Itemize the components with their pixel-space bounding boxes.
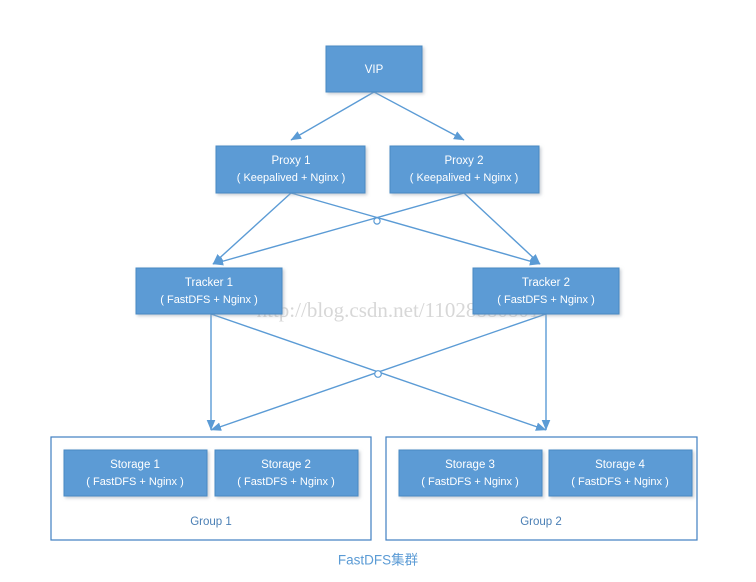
node-proxy1-sublabel: ( Keepalived + Nginx ) (237, 172, 346, 184)
group-2-label: Group 2 (520, 516, 562, 528)
node-proxy2[interactable]: Proxy 2 ( Keepalived + Nginx ) (389, 145, 540, 194)
node-proxy2-sublabel: ( Keepalived + Nginx ) (410, 172, 519, 184)
node-storage2-sublabel: ( FastDFS + Nginx ) (237, 476, 335, 488)
node-tracker2-label: Tracker 2 (522, 277, 570, 289)
node-storage2[interactable]: Storage 2 ( FastDFS + Nginx ) (214, 449, 359, 497)
node-proxy2-label: Proxy 2 (445, 155, 484, 167)
node-vip[interactable]: VIP (325, 45, 423, 93)
node-vip-box[interactable] (325, 45, 423, 93)
node-tracker2-box[interactable] (472, 267, 620, 315)
group-2-container[interactable]: Storage 3 ( FastDFS + Nginx ) Storage 4 … (385, 436, 698, 541)
edge-vip-to-proxy2 (373, 91, 465, 141)
edge-proxy1-to-tracker2 (290, 192, 541, 266)
node-tracker1-box[interactable] (135, 267, 283, 315)
node-storage4-sublabel: ( FastDFS + Nginx ) (571, 476, 669, 488)
edge-proxy2-to-tracker2 (463, 192, 541, 265)
node-storage1-sublabel: ( FastDFS + Nginx ) (86, 476, 184, 488)
node-proxy2-box[interactable] (389, 145, 540, 194)
edge-group-proxy-tracker (212, 192, 541, 266)
node-proxy1-label: Proxy 1 (272, 155, 311, 167)
node-storage4[interactable]: Storage 4 ( FastDFS + Nginx ) (548, 449, 693, 497)
edge-group-tracker-storage (206, 313, 551, 431)
node-proxy1[interactable]: Proxy 1 ( Keepalived + Nginx ) (215, 145, 366, 194)
edge-vip-to-proxy1 (290, 91, 375, 141)
edge-crossing-marker-upper (373, 217, 381, 225)
node-tracker1-label: Tracker 1 (185, 277, 233, 289)
node-proxy1-box[interactable] (215, 145, 366, 194)
node-storage1[interactable]: Storage 1 ( FastDFS + Nginx ) (63, 449, 208, 497)
group-1-container[interactable]: Storage 1 ( FastDFS + Nginx ) Storage 2 … (50, 436, 372, 541)
node-vip-label: VIP (365, 64, 384, 76)
node-storage3[interactable]: Storage 3 ( FastDFS + Nginx ) (398, 449, 543, 497)
node-tracker1[interactable]: Tracker 1 ( FastDFS + Nginx ) (135, 267, 283, 315)
edge-proxy2-to-tracker1 (212, 192, 465, 266)
node-storage1-box[interactable] (63, 449, 208, 497)
node-storage4-box[interactable] (548, 449, 693, 497)
node-storage2-box[interactable] (214, 449, 359, 497)
edge-group-vip-proxy (290, 91, 465, 141)
node-tracker2[interactable]: Tracker 2 ( FastDFS + Nginx ) (472, 267, 620, 315)
node-tracker1-sublabel: ( FastDFS + Nginx ) (160, 294, 258, 306)
node-storage3-sublabel: ( FastDFS + Nginx ) (421, 476, 519, 488)
node-storage3-label: Storage 3 (445, 459, 495, 471)
edge-proxy1-to-tracker1 (212, 192, 292, 265)
diagram-caption: FastDFS集群 (338, 553, 419, 568)
edge-crossing-marker-lower (374, 370, 382, 378)
node-storage4-label: Storage 4 (595, 459, 645, 471)
group-1-label: Group 1 (190, 516, 232, 528)
node-tracker2-sublabel: ( FastDFS + Nginx ) (497, 294, 595, 306)
node-storage3-box[interactable] (398, 449, 543, 497)
node-storage2-label: Storage 2 (261, 459, 311, 471)
node-storage1-label: Storage 1 (110, 459, 160, 471)
